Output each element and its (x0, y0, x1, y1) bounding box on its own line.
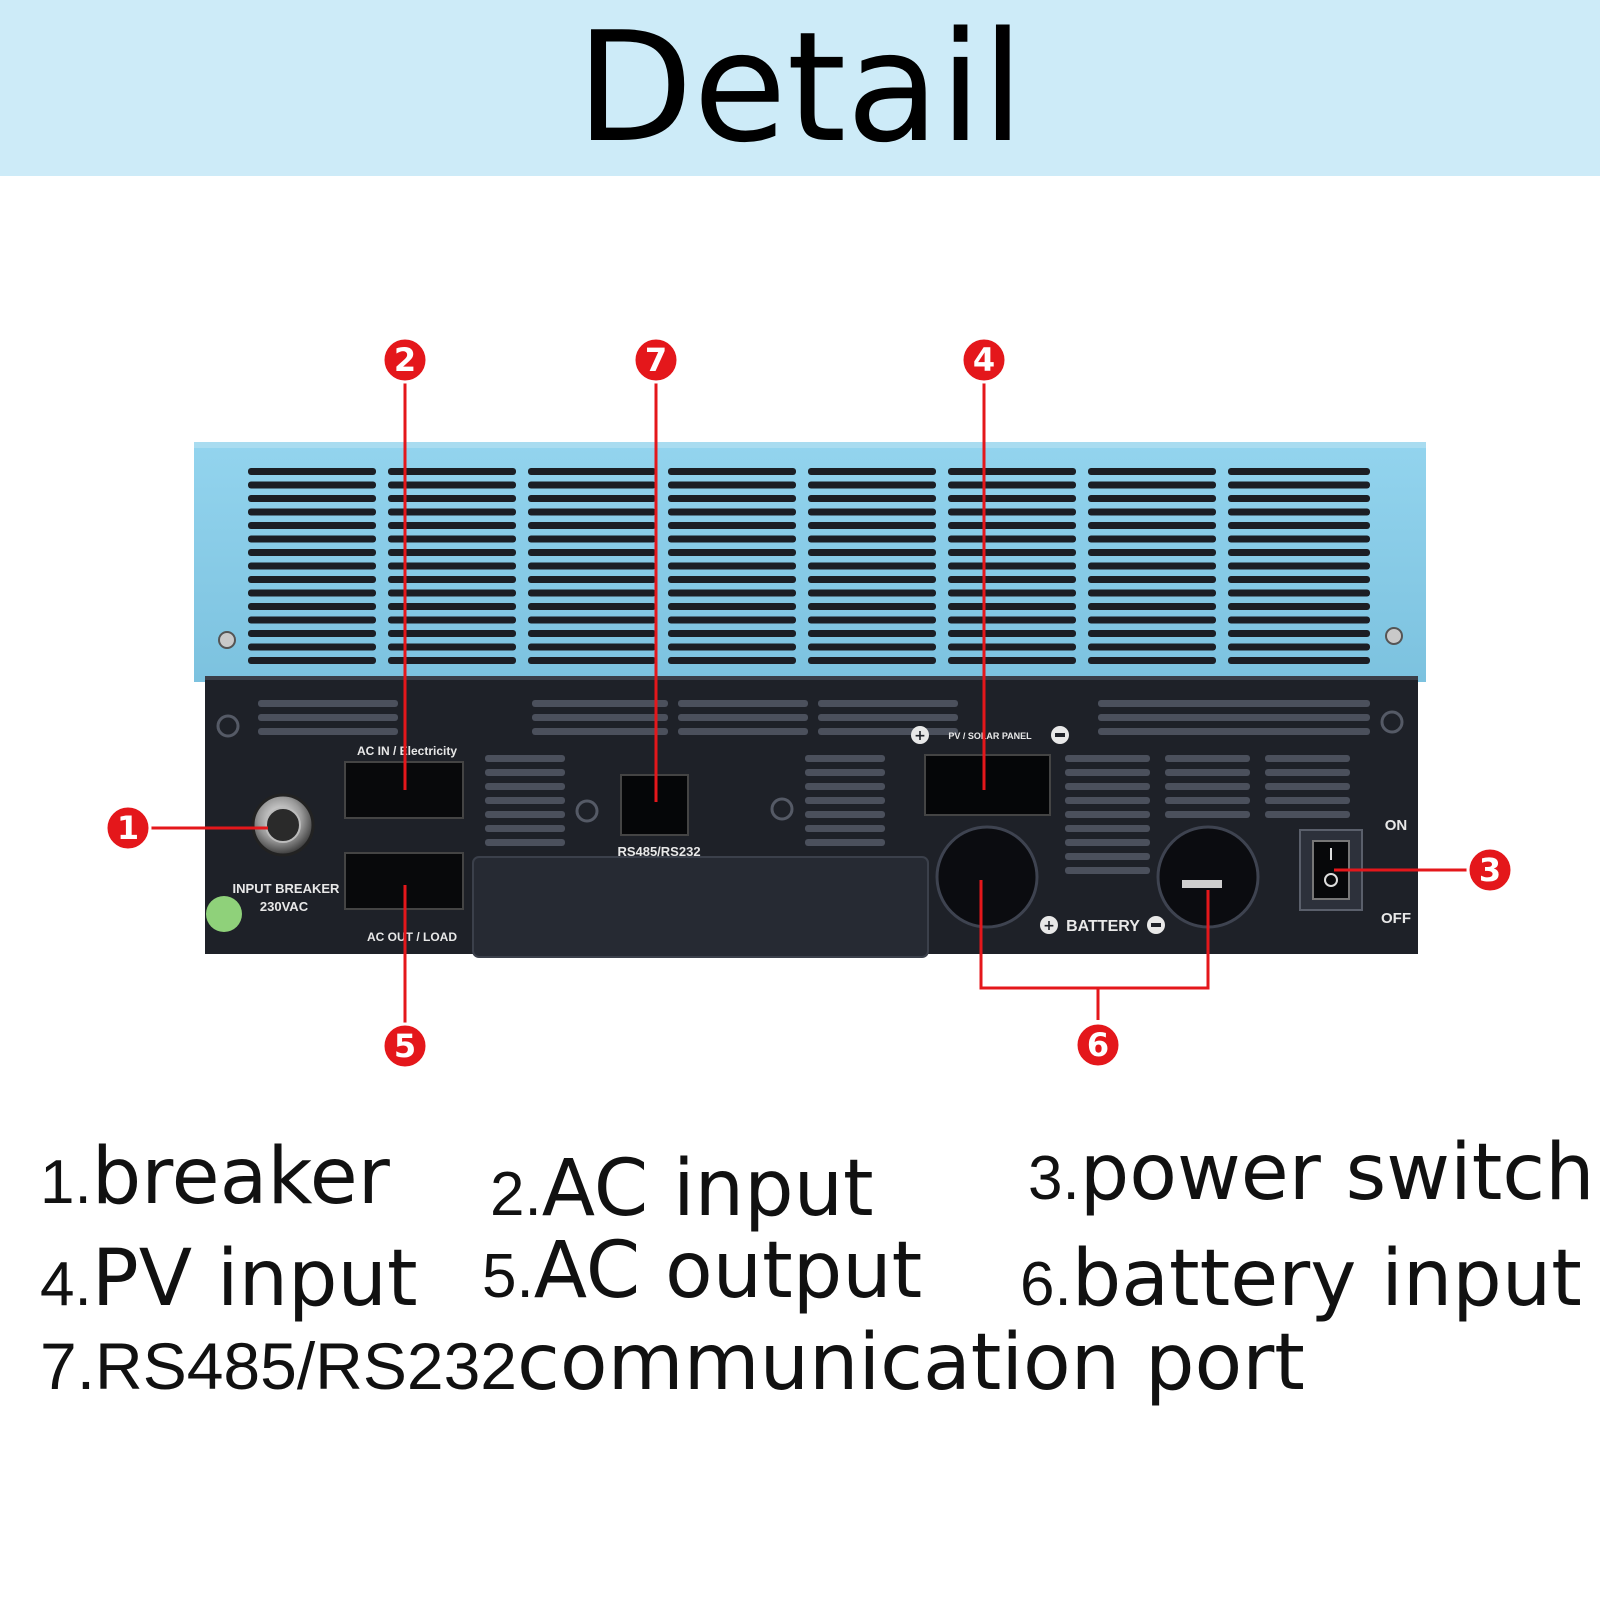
callout-number-comm-port: 7 (645, 341, 667, 379)
inverter-diagram: INPUT BREAKER 230VAC AC IN / Electricity… (104, 336, 1514, 1070)
callout-badge-battery-input (1074, 1021, 1122, 1069)
legend-number: 5. (482, 1242, 534, 1311)
legend-text: battery input (1071, 1234, 1582, 1324)
input-breaker[interactable] (251, 793, 315, 857)
ac-out-label: AC OUT / LOAD (367, 930, 457, 944)
certification-sticker (206, 896, 242, 932)
callout-badge-ac-input (381, 336, 429, 384)
callout-number-power-switch: 3 (1479, 851, 1501, 889)
header-banner (0, 0, 1600, 176)
legend-number: 2. (490, 1160, 542, 1229)
input-breaker-label: INPUT BREAKER (233, 881, 341, 896)
legend-item-4: 4.PV input (40, 1234, 418, 1324)
legend-text: communication port (517, 1318, 1305, 1408)
svg-text:+: + (1043, 918, 1055, 934)
legend-number: 4. (40, 1250, 92, 1319)
callout-badges: 1 2 3 4 5 6 7 (104, 336, 1514, 1070)
svg-text:+: + (914, 728, 926, 744)
callout-badge-pv-input (960, 336, 1008, 384)
callout-number-breaker: 1 (117, 809, 139, 847)
legend-item-5: 5.AC output (482, 1226, 922, 1316)
legend-item-6: 6.battery input (1020, 1234, 1582, 1324)
legend-text: AC input (541, 1144, 874, 1234)
battery-label: BATTERY (1066, 918, 1140, 935)
callout-badge-breaker (104, 804, 152, 852)
page-title: Detail (576, 0, 1024, 176)
callout-number-pv-input: 4 (973, 341, 995, 379)
legend-item-1: 1.breaker (40, 1132, 390, 1222)
legend-text: power switch (1079, 1128, 1595, 1218)
legend-text: AC output (533, 1226, 923, 1316)
legend-number: 1. (40, 1148, 92, 1217)
upper-case (194, 442, 1426, 682)
legend-item-2: 2.AC input (490, 1144, 874, 1234)
screw-left (218, 631, 236, 649)
legend-number: 7.RS485/RS232 (40, 1329, 517, 1403)
legend-item-7: 7.RS485/RS232communication port (40, 1318, 1305, 1408)
pv-label: PV / SOLAR PANEL (948, 731, 1032, 741)
screw-right (1385, 627, 1403, 645)
callout-number-ac-input: 2 (394, 341, 416, 379)
switch-off-label: OFF (1381, 910, 1411, 927)
legend-text: breaker (91, 1132, 390, 1222)
rear-vents (258, 700, 1370, 874)
callout-badge-power-switch (1466, 846, 1514, 894)
comm-port-label: RS485/RS232 (617, 844, 700, 859)
switch-on-label: ON (1385, 817, 1408, 834)
upper-vents (248, 468, 1370, 664)
legend-item-3: 3.power switch (1028, 1128, 1595, 1218)
legend-number: 6. (1020, 1250, 1072, 1319)
callout-number-battery-input: 6 (1087, 1026, 1109, 1064)
legend: 1.breaker 2.AC input 3.power switch 4.PV… (0, 1110, 1600, 1430)
callout-lines (148, 380, 1468, 1025)
legend-number: 3. (1028, 1144, 1080, 1213)
ac-in-label: AC IN / Electricity (357, 744, 457, 758)
callout-number-ac-output: 5 (394, 1027, 416, 1065)
battery-positive-terminal[interactable] (935, 825, 1039, 929)
callout-badge-ac-output (381, 1022, 429, 1070)
legend-text: PV input (91, 1234, 418, 1324)
callout-badge-comm-port (632, 336, 680, 384)
pv-input-terminal[interactable] (924, 754, 1051, 816)
breaker-rating-label: 230VAC (260, 899, 309, 914)
